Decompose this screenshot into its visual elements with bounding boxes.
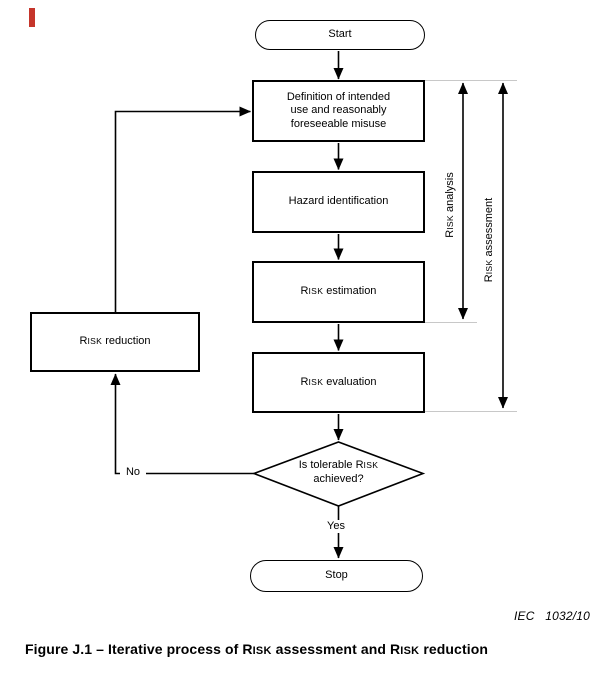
decision-diamond [251, 441, 426, 507]
stop-label: Stop [325, 569, 348, 582]
definition-box: Definition of intended use and reasonabl… [252, 80, 425, 142]
risk-reduction-box: RISK reduction [30, 312, 200, 372]
no-label: No [120, 466, 146, 479]
stop-node: Stop [250, 560, 423, 592]
hazard-identification-box: Hazard identification [252, 171, 425, 233]
arrow-no-to-reduction [110, 373, 254, 475]
risk-estimation-label: RISK estimation [300, 285, 377, 298]
figure-caption: Figure J.1 – Iterative process of RISK a… [25, 641, 488, 657]
red-scan-artifact [29, 8, 35, 27]
decision-line-1: Is tolerable RISK [298, 459, 379, 471]
start-node: Start [255, 20, 425, 50]
risk-estimation-box: RISK estimation [252, 261, 425, 323]
hazard-identification-label: Hazard identification [288, 195, 389, 208]
iec-reference: IEC 1032/10 [514, 609, 590, 623]
arrow-reduction-to-definition [114, 106, 251, 312]
start-label: Start [328, 28, 352, 41]
risk-analysis-annotation: RISK analysis [444, 172, 456, 238]
risk-evaluation-box: RISK evaluation [252, 352, 425, 413]
definition-line-3: foreseeable misuse [290, 117, 387, 130]
decision-label: Is tolerable RISK achieved? [277, 459, 400, 486]
risk-evaluation-label: RISK evaluation [300, 375, 377, 388]
decision-line-2: achieved? [313, 472, 364, 485]
definition-line-2: use and reasonably [290, 104, 387, 117]
risk-reduction-label: RISK reduction [79, 335, 151, 348]
yes-label: Yes [320, 520, 352, 533]
definition-line-1: Definition of intended [286, 90, 391, 103]
risk-assessment-annotation: RISK assessment [483, 197, 495, 283]
